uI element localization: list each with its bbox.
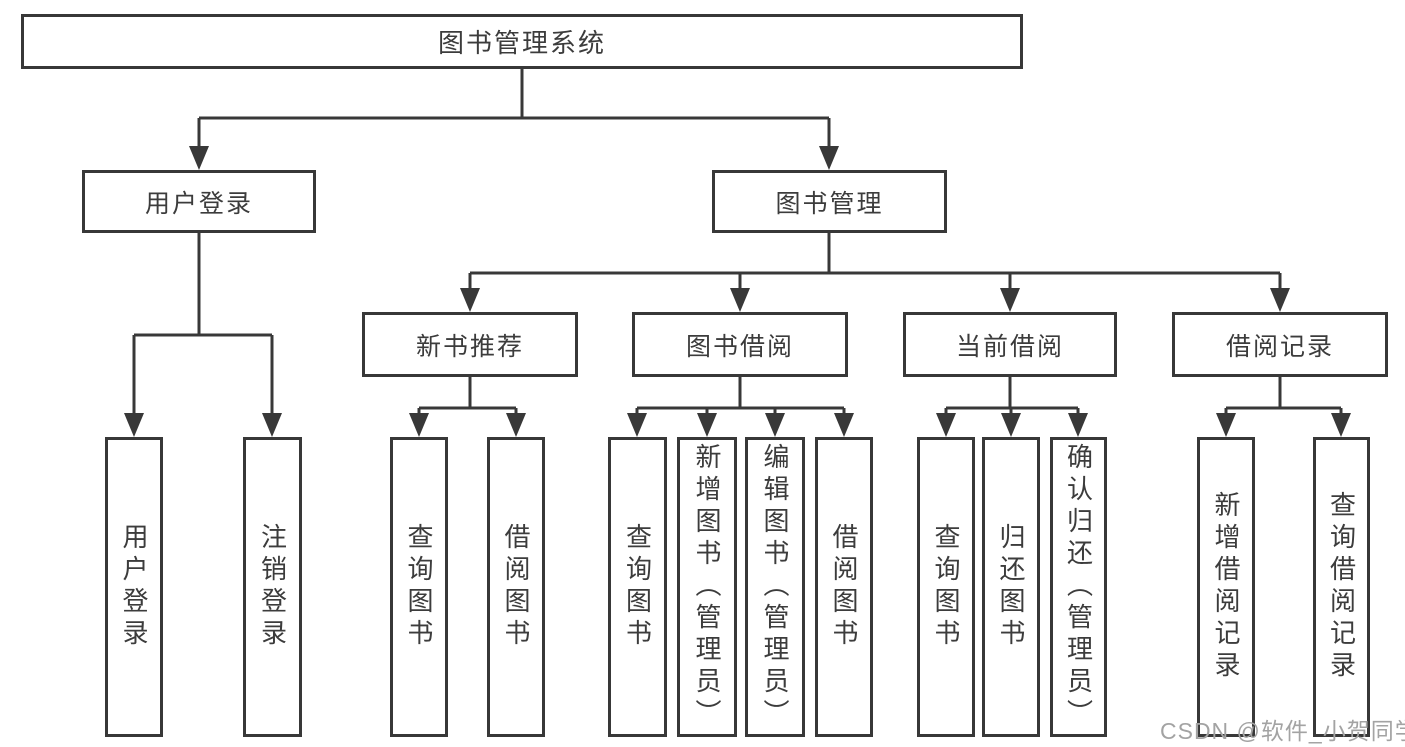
- leaf-query-books-current: 查询图书: [917, 437, 975, 737]
- leaf-label: 注销登录: [257, 523, 288, 651]
- leaf-label: 查询图书: [622, 523, 653, 651]
- node-label: 图书管理系统: [437, 28, 606, 58]
- node-user-login: 用户登录: [82, 170, 316, 233]
- leaf-label: 新增借阅记录: [1211, 491, 1241, 683]
- csdn-watermark: CSDN @软件_小贺同学: [1160, 718, 1405, 744]
- node-library-management-system: 图书管理系统: [21, 14, 1023, 69]
- leaf-add-borrow-record: 新增借阅记录: [1197, 437, 1255, 737]
- leaf-label: 查询图书: [404, 523, 434, 651]
- node-book-management: 图书管理: [712, 170, 947, 233]
- node-label: 用户登录: [144, 189, 253, 218]
- node-label: 借阅记录: [1225, 332, 1334, 361]
- leaf-label: 借阅图书: [501, 523, 531, 651]
- leaf-query-books-borrowing: 查询图书: [608, 437, 667, 737]
- node-label: 图书管理: [775, 189, 884, 218]
- leaf-label: 确认归还（管理员）: [1063, 443, 1094, 731]
- node-label: 图书借阅: [685, 332, 794, 361]
- node-new-book-recommendation: 新书推荐: [362, 312, 578, 377]
- node-label: 新书推荐: [415, 332, 524, 361]
- leaf-label: 借阅图书: [829, 523, 859, 651]
- leaf-label: 查询借阅记录: [1326, 491, 1357, 683]
- node-book-borrowing: 图书借阅: [632, 312, 848, 377]
- leaf-logout: 注销登录: [243, 437, 302, 737]
- leaf-label: 编辑图书（管理员）: [760, 443, 790, 731]
- leaf-add-book-admin: 新增图书（管理员）: [677, 437, 737, 737]
- leaf-label: 查询图书: [931, 523, 961, 651]
- leaf-label: 归还图书: [996, 523, 1026, 651]
- leaf-borrow-books-recommend: 借阅图书: [487, 437, 545, 737]
- arrowheads: [124, 146, 1351, 437]
- node-borrowing-records: 借阅记录: [1172, 312, 1388, 377]
- node-current-borrowing: 当前借阅: [903, 312, 1117, 377]
- leaf-label: 用户登录: [119, 523, 149, 651]
- leaf-label: 新增图书（管理员）: [692, 443, 722, 731]
- leaf-edit-book-admin: 编辑图书（管理员）: [745, 437, 805, 737]
- leaf-query-borrow-record: 查询借阅记录: [1313, 437, 1370, 737]
- leaf-user-login: 用户登录: [105, 437, 163, 737]
- leaf-borrow-books-borrowing: 借阅图书: [815, 437, 873, 737]
- leaf-confirm-return-admin: 确认归还（管理员）: [1050, 437, 1107, 737]
- leaf-query-books-recommend: 查询图书: [390, 437, 448, 737]
- leaf-return-book: 归还图书: [982, 437, 1040, 737]
- node-label: 当前借阅: [955, 332, 1064, 361]
